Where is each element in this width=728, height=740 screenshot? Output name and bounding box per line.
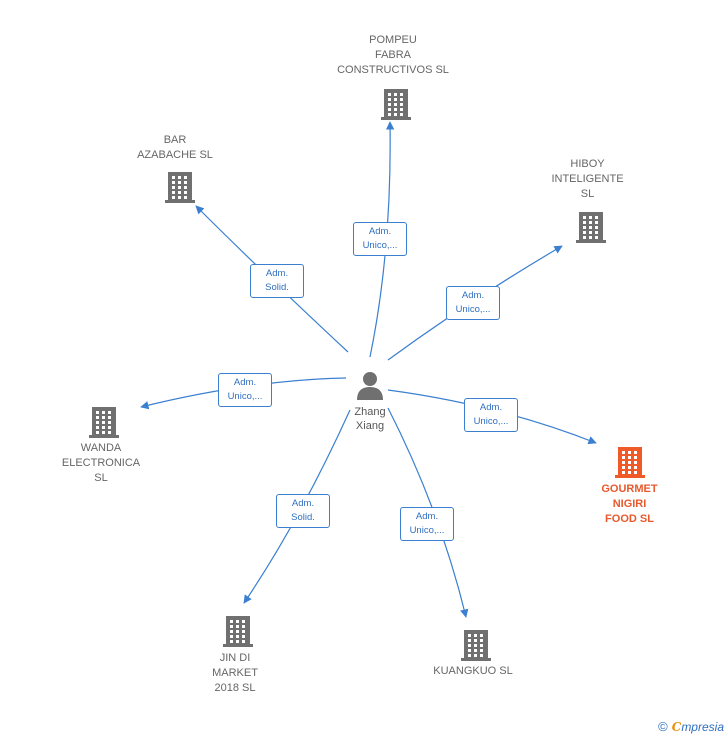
- building-icon[interactable]: [88, 403, 120, 439]
- company-label-kuangkuo[interactable]: KUANGKUO SL: [433, 665, 513, 677]
- building-icon[interactable]: [614, 443, 646, 479]
- relation-label-pompeu[interactable]: Adm. Unico,...: [353, 222, 407, 256]
- company-label-jindi[interactable]: JIN DI MARKET 2018 SL: [212, 652, 258, 694]
- building-icon[interactable]: [380, 85, 412, 121]
- company-label-bar[interactable]: BAR AZABACHE SL: [137, 134, 213, 161]
- person-icon[interactable]: [355, 370, 385, 400]
- company-label-hiboy[interactable]: HIBOY INTELIGENTE SL: [551, 158, 624, 200]
- company-label-wanda[interactable]: WANDA ELECTRONICA SL: [61, 442, 141, 484]
- company-label-gourmet[interactable]: GOURMET NIGIRI FOOD SL: [601, 483, 658, 525]
- brand-logo-text: mpresia: [681, 720, 724, 734]
- center-person-label[interactable]: Zhang Xiang: [354, 406, 386, 432]
- building-icon[interactable]: [164, 168, 196, 204]
- copyright-symbol: ©: [658, 719, 668, 734]
- relation-label-kuangkuo[interactable]: Adm. Unico,...: [400, 507, 454, 541]
- building-icon[interactable]: [460, 626, 492, 662]
- empresia-brand: ©Cmpresia: [658, 719, 724, 734]
- company-label-pompeu[interactable]: POMPEU FABRA CONSTRUCTIVOS SL: [337, 34, 449, 76]
- relation-label-wanda[interactable]: Adm. Unico,...: [218, 373, 272, 407]
- building-icon[interactable]: [575, 208, 607, 244]
- brand-logo-letter: C: [671, 720, 682, 734]
- relation-label-bar[interactable]: Adm. Solid.: [250, 264, 304, 298]
- relation-label-jindi[interactable]: Adm. Solid.: [276, 494, 330, 528]
- relation-label-gourmet[interactable]: Adm. Unico,...: [464, 398, 518, 432]
- relation-label-hiboy[interactable]: Adm. Unico,...: [446, 286, 500, 320]
- building-icon[interactable]: [222, 612, 254, 648]
